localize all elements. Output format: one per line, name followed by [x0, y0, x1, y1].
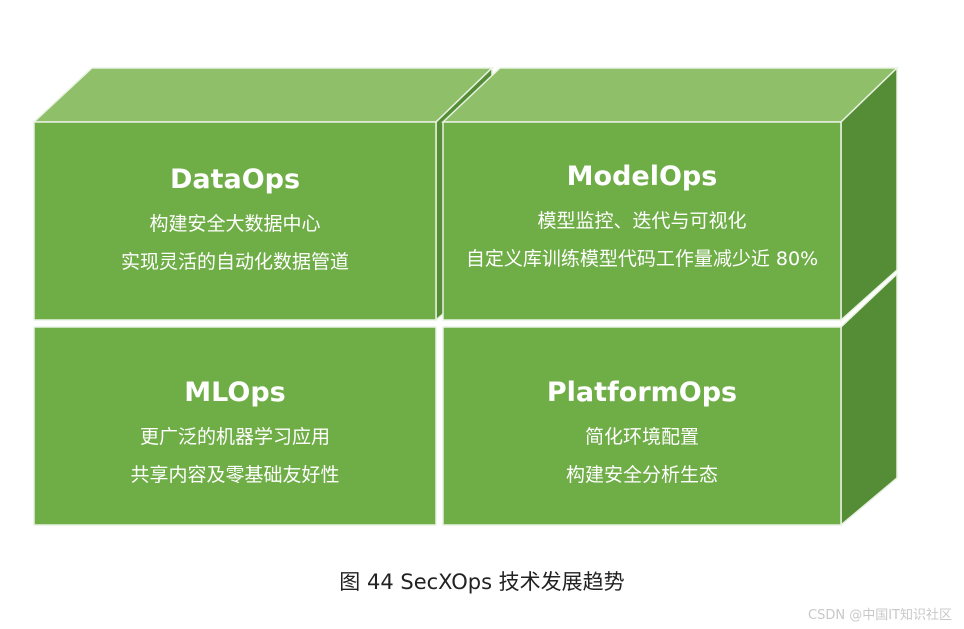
- modelops-top-face: [441, 67, 899, 123]
- figure-caption: 图 44 SecXOps 技术发展趋势: [339, 570, 625, 594]
- block-title: ModelOps: [566, 161, 718, 192]
- block-line: 自定义库训练模型代码工作量减少近 80%: [465, 248, 819, 270]
- dataops-top-face: [32, 67, 494, 123]
- block-title: DataOps: [169, 164, 301, 195]
- block-line: 模型监控、迭代与可视化: [537, 210, 747, 232]
- block-line: 构建安全分析生态: [565, 464, 718, 486]
- modelops-front-face: [442, 121, 842, 321]
- dataops-front-face: [33, 121, 437, 321]
- block-line: 构建安全大数据中心: [149, 213, 321, 235]
- modelops-block: ModelOps 模型监控、迭代与可视化 自定义库训练模型代码工作量减少近 80…: [443, 160, 841, 278]
- mlops-block: MLOps 更广泛的机器学习应用 共享内容及零基础友好性: [34, 376, 436, 494]
- platformops-block: PlatformOps 简化环境配置 构建安全分析生态: [443, 376, 841, 494]
- block-title: MLOps: [184, 377, 286, 408]
- block-title: PlatformOps: [546, 377, 738, 408]
- platformops-front-face: [442, 326, 842, 526]
- block-line: 共享内容及零基础友好性: [130, 464, 340, 486]
- watermark: CSDN @中国IT知识社区: [808, 608, 952, 623]
- block-line: 实现灵活的自动化数据管道: [120, 251, 349, 273]
- mlops-front-face: [33, 326, 437, 526]
- block-line: 更广泛的机器学习应用: [139, 426, 330, 448]
- dataops-block: DataOps 构建安全大数据中心 实现灵活的自动化数据管道: [34, 163, 436, 281]
- block-line: 简化环境配置: [584, 426, 699, 448]
